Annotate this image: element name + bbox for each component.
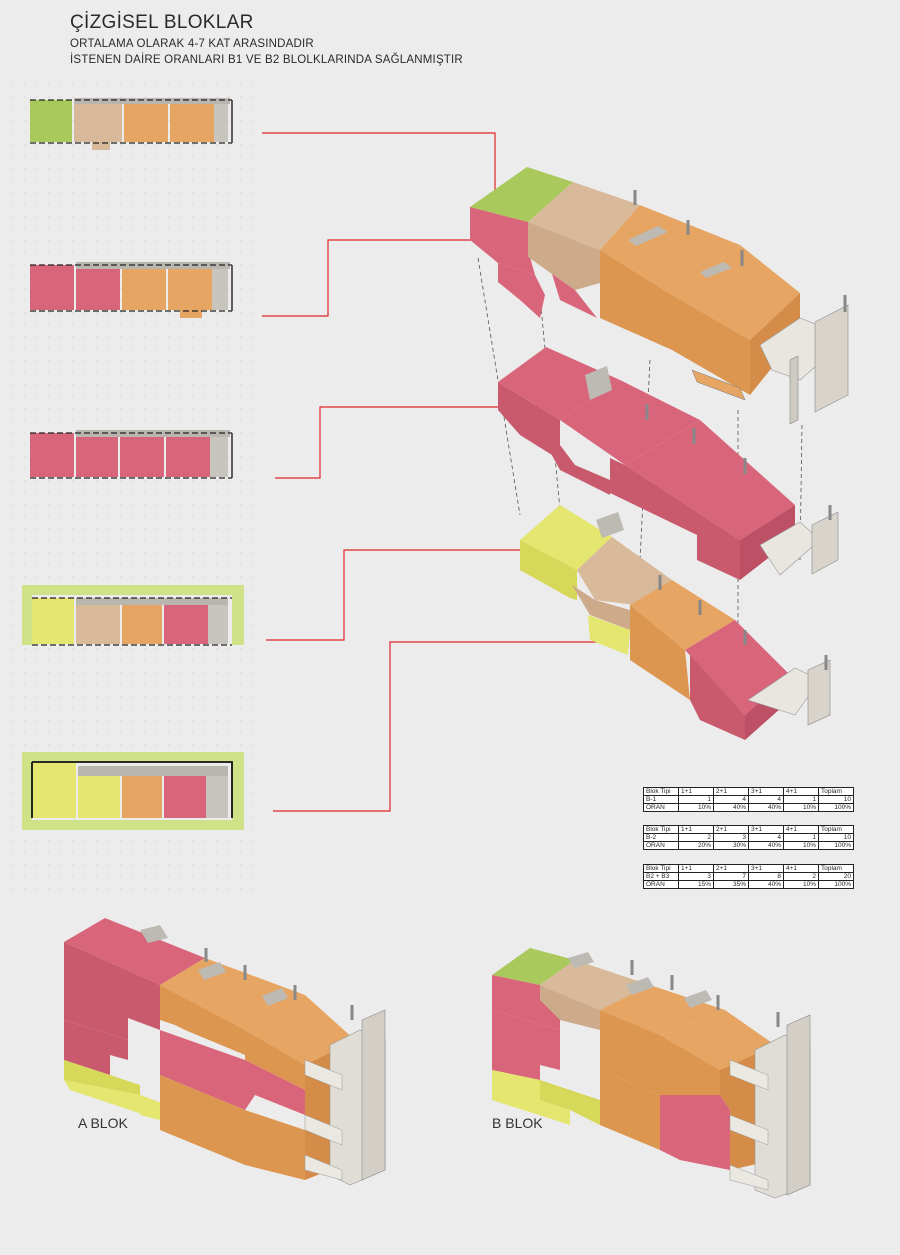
- plan-3-unit-pink-d: [166, 437, 210, 477]
- plan-2-unit-pink-a: [30, 265, 74, 310]
- a-blok-label: A BLOK: [78, 1115, 128, 1131]
- table-cell: 40%: [748, 880, 784, 889]
- plan-1-unit-green: [30, 100, 72, 142]
- leader-lines: [262, 132, 607, 812]
- table-cell: 10%: [783, 880, 819, 889]
- axo-layer-3: [520, 505, 831, 740]
- plan-5-unit-pink: [164, 776, 206, 818]
- table-cell: B2 + B3: [643, 872, 679, 881]
- table-cell: 1+1: [678, 864, 714, 873]
- table-cell: 1: [783, 795, 819, 804]
- plan-1-unit-beige: [74, 104, 122, 142]
- table-cell: 2+1: [713, 864, 749, 873]
- floor-plan-1: [30, 98, 233, 150]
- plan-3-unit-pink-c: [120, 437, 164, 477]
- table-cell: 2+1: [713, 825, 749, 834]
- table-cell: 1: [678, 795, 714, 804]
- plan-1-unit-orange-b: [170, 104, 214, 142]
- table-cell: 8: [748, 872, 784, 881]
- page-subtitle-2: İSTENEN DAİRE ORANLARI B1 VE B2 BLOLKLAR…: [70, 54, 463, 66]
- table-cell: B-1: [643, 795, 679, 804]
- table-cell: 15%: [678, 880, 714, 889]
- floor-plan-2: [30, 262, 233, 318]
- plan-5-unit-orange: [122, 776, 162, 818]
- table-cell: ORAN: [643, 803, 679, 812]
- leader-line-2: [262, 239, 488, 317]
- ratio-table-b2-b3: Blok Tipi 1+1 2+1 3+1 4+1 Toplam B2 + B3…: [643, 864, 854, 889]
- table-cell: 10%: [783, 841, 819, 850]
- table-cell: ORAN: [643, 880, 679, 889]
- ratio-table-b1: Blok Tipi 1+1 2+1 3+1 4+1 Toplam B-1 1 4…: [643, 787, 854, 812]
- table-cell: 4+1: [783, 864, 819, 873]
- plan-3-unit-pink-a: [30, 433, 74, 477]
- floor-plan-5: [22, 752, 244, 830]
- leader-line-1: [262, 132, 496, 213]
- table-cell: 3: [678, 872, 714, 881]
- table-cell: 4: [748, 795, 784, 804]
- table-cell: 4+1: [783, 787, 819, 796]
- table-cell: 3+1: [748, 787, 784, 796]
- table-cell: 1+1: [678, 787, 714, 796]
- leader-line-4: [266, 549, 525, 641]
- b-blok-model: [492, 948, 811, 1199]
- axo-layer-1: [470, 167, 849, 425]
- table-cell: 1+1: [678, 825, 714, 834]
- table-cell: 10: [818, 795, 854, 804]
- table-cell: Toplam: [818, 787, 854, 796]
- plan-4-unit-orange: [122, 605, 162, 644]
- table-cell: 2: [783, 872, 819, 881]
- table-cell: 35%: [713, 880, 749, 889]
- table-cell: 100%: [818, 880, 854, 889]
- floor-plan-4: [22, 585, 244, 646]
- table-cell: 1: [783, 833, 819, 842]
- plan-1-unit-orange-a: [124, 104, 168, 142]
- table-cell: 2: [678, 833, 714, 842]
- table-cell: 10%: [678, 803, 714, 812]
- plan-4-unit-yellow: [32, 598, 74, 644]
- a-blok-model: [64, 918, 386, 1186]
- axo-layer-2: [498, 347, 839, 580]
- table-cell: 30%: [713, 841, 749, 850]
- ratio-table-b2: Blok Tipi 1+1 2+1 3+1 4+1 Toplam B-2 2 3…: [643, 825, 854, 850]
- table-cell: 40%: [713, 803, 749, 812]
- table-cell: Blok Tipi: [643, 787, 679, 796]
- plan-2-unit-orange-b: [168, 269, 212, 310]
- table-cell: 4: [713, 795, 749, 804]
- table-cell: Toplam: [818, 825, 854, 834]
- table-cell: 100%: [818, 803, 854, 812]
- table-cell: B-2: [643, 833, 679, 842]
- table-cell: Blok Tipi: [643, 825, 679, 834]
- plan-5-unit-yellow-a: [32, 762, 76, 818]
- table-cell: 100%: [818, 841, 854, 850]
- plan-4-unit-pink: [164, 605, 208, 644]
- table-cell: 3+1: [748, 825, 784, 834]
- table-cell: 7: [713, 872, 749, 881]
- plan-3-unit-pink-b: [76, 437, 118, 477]
- table-cell: ORAN: [643, 841, 679, 850]
- plan-5-unit-yellow-b: [78, 776, 120, 818]
- table-cell: 20%: [678, 841, 714, 850]
- page-title: ÇİZGİSEL BLOKLAR: [70, 12, 254, 33]
- table-cell: 10%: [783, 803, 819, 812]
- table-cell: Blok Tipi: [643, 864, 679, 873]
- b-blok-label: B BLOK: [492, 1115, 543, 1131]
- plan-4-unit-beige: [76, 605, 120, 644]
- floor-plan-3: [30, 430, 233, 479]
- table-cell: 3+1: [748, 864, 784, 873]
- table-cell: Toplam: [818, 864, 854, 873]
- leader-line-3: [275, 406, 505, 479]
- table-cell: 4: [748, 833, 784, 842]
- table-cell: 2+1: [713, 787, 749, 796]
- table-cell: 3: [713, 833, 749, 842]
- plan-2-unit-orange-a: [122, 269, 166, 310]
- page-subtitle-1: ORTALAMA OLARAK 4-7 KAT ARASINDADIR: [70, 38, 314, 50]
- plan-2-unit-pink-b: [76, 269, 120, 310]
- table-cell: 20: [818, 872, 854, 881]
- table-cell: 10: [818, 833, 854, 842]
- table-cell: 4+1: [783, 825, 819, 834]
- table-cell: 40%: [748, 841, 784, 850]
- leader-line-5: [273, 641, 607, 812]
- table-cell: 40%: [748, 803, 784, 812]
